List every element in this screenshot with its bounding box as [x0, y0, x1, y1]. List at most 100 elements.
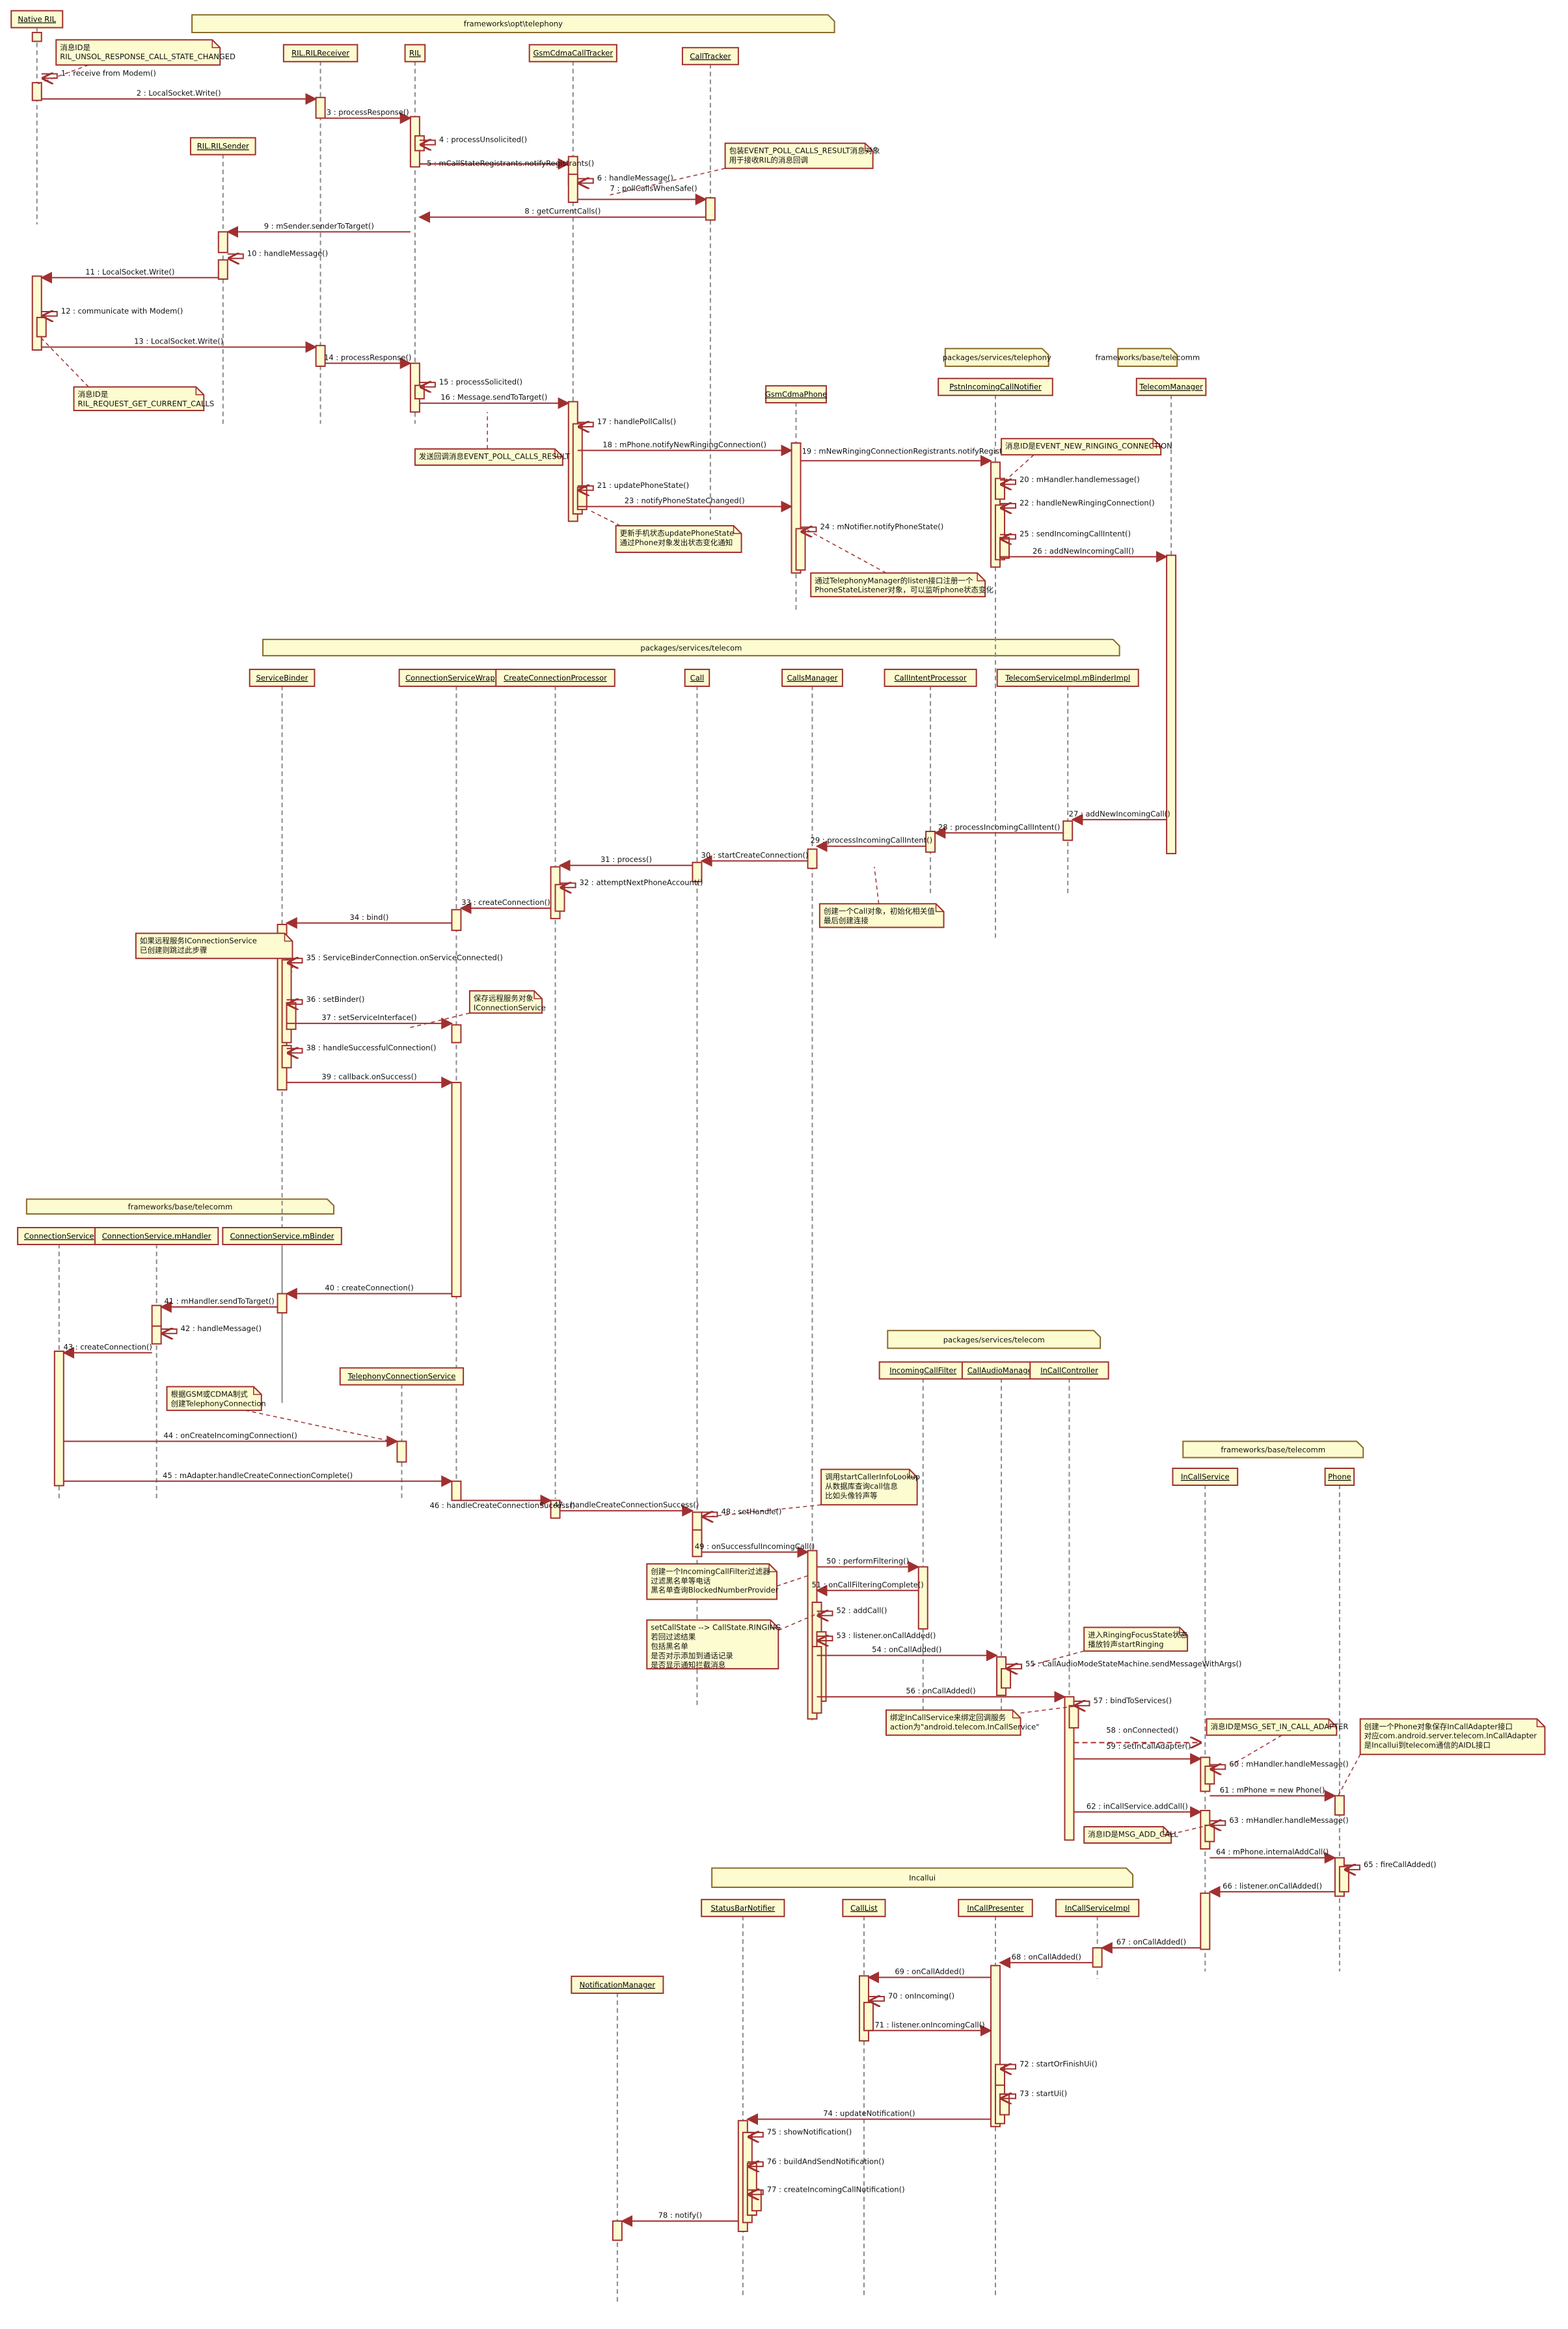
participant-callsMgr[interactable]: CallsManager	[781, 668, 843, 687]
message-63: 63 : mHandler.handleMessage()	[1210, 1816, 1349, 1825]
activation-bar	[692, 861, 703, 883]
participant-label: TelecomManager	[1139, 383, 1203, 392]
message-38: 38 : handleSuccessfulConnection()	[286, 1043, 436, 1053]
participant-connService[interactable]: ConnectionService	[17, 1226, 101, 1245]
participant-inCallService[interactable]: InCallService	[1172, 1468, 1239, 1486]
message-72: 72 : startOrFinishUi()	[999, 2059, 1098, 2069]
message-label: 31 : process()	[601, 855, 652, 864]
message-label: 33 : createConnection()	[461, 898, 550, 907]
message-label: 51 : onCallFilteringComplete()	[811, 1580, 923, 1589]
package-frame-pk2: packages/services/telephony	[943, 347, 1051, 367]
message-3: 3 : processResponse()	[325, 108, 412, 124]
activation-bar	[751, 2189, 762, 2212]
message-20: 20 : mHandler.handlemessage()	[999, 475, 1140, 485]
participant-rilReceiver[interactable]: RIL.RILReceiver	[282, 44, 358, 62]
participant-pstnNotifier[interactable]: PstnIncomingCallNotifier	[938, 377, 1053, 396]
activation-bar	[999, 2093, 1010, 2116]
activation-bar	[554, 883, 565, 912]
participant-nativeRil[interactable]: Native RIL	[10, 10, 64, 29]
activation-bar	[396, 1440, 407, 1463]
participant-serviceBinder[interactable]: ServiceBinder	[249, 668, 316, 687]
participant-cip[interactable]: CallIntentProcessor	[884, 668, 977, 687]
message-62: 62 : inCallService.addCall()	[1074, 1801, 1202, 1818]
participant-csBinder[interactable]: ConnectionService.mBinder	[222, 1226, 342, 1245]
participant-ccp[interactable]: CreateConnectionProcessor	[495, 668, 615, 687]
note-connector	[1020, 1705, 1080, 1714]
participant-callAudio[interactable]: CallAudioManager	[961, 1361, 1042, 1380]
note-text: 创建一个IncomingCallFilter过滤器	[651, 1567, 770, 1576]
participant-inCallServiceImpl[interactable]: InCallServiceImpl	[1055, 1898, 1140, 1917]
note-text: 消息ID是MSG_ADD_CALL	[1088, 1829, 1178, 1838]
participant-rilSender[interactable]: RIL.RILSender	[189, 137, 256, 155]
message-label: 21 : updatePhoneState()	[597, 481, 689, 490]
message-label: 4 : processUnsolicited()	[439, 135, 527, 144]
activation-bar	[811, 1646, 822, 1714]
message-37: 37 : setServiceInterface()	[286, 1013, 453, 1030]
participant-call[interactable]: Call	[684, 668, 710, 687]
message-label: 23 : notifyPhoneStateChanged()	[625, 496, 745, 505]
participant-ril[interactable]: RIL	[404, 44, 426, 62]
message-label: 35 : ServiceBinderConnection.onServiceCo…	[306, 953, 503, 962]
participant-telConnService[interactable]: TelephonyConnectionService	[339, 1367, 465, 1386]
message-48: 48 : setHandle()	[701, 1507, 781, 1516]
participant-label: InCallServiceImpl	[1065, 1904, 1130, 1913]
activation-bar	[31, 275, 42, 351]
message-label: 30 : startCreateConnection()	[701, 850, 809, 859]
message-label: 78 : notify()	[658, 2211, 702, 2220]
message-78: 78 : notify()	[621, 2211, 738, 2228]
note-n5: 消息ID是EVENT_NEW_RINGING_CONNECTION	[1001, 438, 1172, 456]
participant-label: CallList	[850, 1904, 878, 1913]
participant-callTracker[interactable]: CallTracker	[681, 47, 739, 66]
participant-telecomMgr[interactable]: TelecomManager	[1135, 377, 1207, 396]
message-label: 11 : LocalSocket.Write()	[85, 267, 174, 276]
participant-callList[interactable]: CallList	[842, 1898, 886, 1917]
participant-incomingFilter[interactable]: IncomingCallFilter	[878, 1361, 967, 1380]
participant-notifMgr[interactable]: NotificationManager	[571, 1975, 664, 1994]
message-1: 1 : receive from Modem()	[41, 69, 156, 79]
message-29: 29 : processIncomingCallIntent()	[811, 836, 932, 852]
note-n13: 创建一个IncomingCallFilter过滤器过滤黑名单等电话黑名单查询Bl…	[646, 1563, 779, 1600]
message-label: 20 : mHandler.handlemessage()	[1020, 475, 1140, 484]
message-56: 56 : onCallAdded()	[817, 1686, 1066, 1703]
participant-inCallPresenter[interactable]: InCallPresenter	[958, 1898, 1033, 1917]
participant-label: CallAudioManager	[967, 1366, 1036, 1375]
message-45: 45 : mAdapter.handleCreateConnectionComp…	[63, 1471, 453, 1487]
message-label: 57 : bindToServices()	[1093, 1696, 1171, 1705]
message-label: 55 : CallAudioModeStateMachine.sendMessa…	[1025, 1659, 1241, 1668]
note-connector	[245, 1410, 399, 1444]
message-42: 42 : handleMessage()	[161, 1324, 262, 1334]
message-label: 63 : mHandler.handleMessage()	[1229, 1816, 1348, 1825]
participant-gsmTracker[interactable]: GsmCdmaCallTracker	[528, 44, 617, 62]
participant-csWrapper[interactable]: ConnectionServiceWrapper	[398, 668, 515, 687]
participant-tsi[interactable]: TelecomServiceImpl.mBinderImpl	[996, 668, 1139, 687]
activation-bar	[36, 317, 47, 338]
note-n14: setCallState --> CallState.RINGING若回过滤结果…	[646, 1619, 781, 1669]
note-connector	[590, 510, 621, 526]
message-75: 75 : showNotification()	[747, 2127, 852, 2137]
participant-statusBar[interactable]: StatusBarNotifier	[701, 1898, 785, 1917]
message-label: 75 : showNotification()	[767, 2127, 852, 2136]
note-text: 根据GSM或CDMA制式	[171, 1390, 249, 1399]
message-label: 45 : mAdapter.handleCreateConnectionComp…	[163, 1471, 353, 1480]
message-label: 18 : mPhone.notifyNewRingingConnection()	[602, 440, 766, 449]
participant-label: ConnectionServiceWrapper	[405, 673, 507, 682]
participant-phone[interactable]: Phone	[1324, 1468, 1355, 1486]
message-54: 54 : onCallAdded()	[817, 1645, 998, 1662]
message-label: 66 : listener.onCallAdded()	[1223, 1881, 1322, 1891]
message-30: 30 : startCreateConnection()	[700, 850, 809, 867]
message-71: 71 : listener.onIncomingCall()	[868, 2020, 992, 2037]
message-label: 73 : startUi()	[1020, 2089, 1067, 2098]
message-label: 37 : setServiceInterface()	[321, 1013, 416, 1022]
activation-bar	[31, 31, 42, 42]
message-64: 64 : mPhone.internalAddCall()	[1210, 1848, 1336, 1864]
note-text: IConnectionService	[474, 1003, 546, 1012]
message-label: 6 : handleMessage()	[597, 174, 673, 183]
message-label: 69 : onCallAdded()	[895, 1967, 964, 1976]
participant-gsmPhone[interactable]: GsmCdmaPhone	[765, 385, 827, 404]
note-text: 保存远程服务对象	[474, 994, 534, 1003]
participant-label: ConnectionService.mBinder	[230, 1232, 334, 1241]
participant-csHandler[interactable]: ConnectionService.mHandler	[94, 1226, 219, 1245]
message-label: 10 : handleMessage()	[247, 249, 328, 258]
participant-inCallCtrl[interactable]: InCallController	[1029, 1361, 1109, 1380]
